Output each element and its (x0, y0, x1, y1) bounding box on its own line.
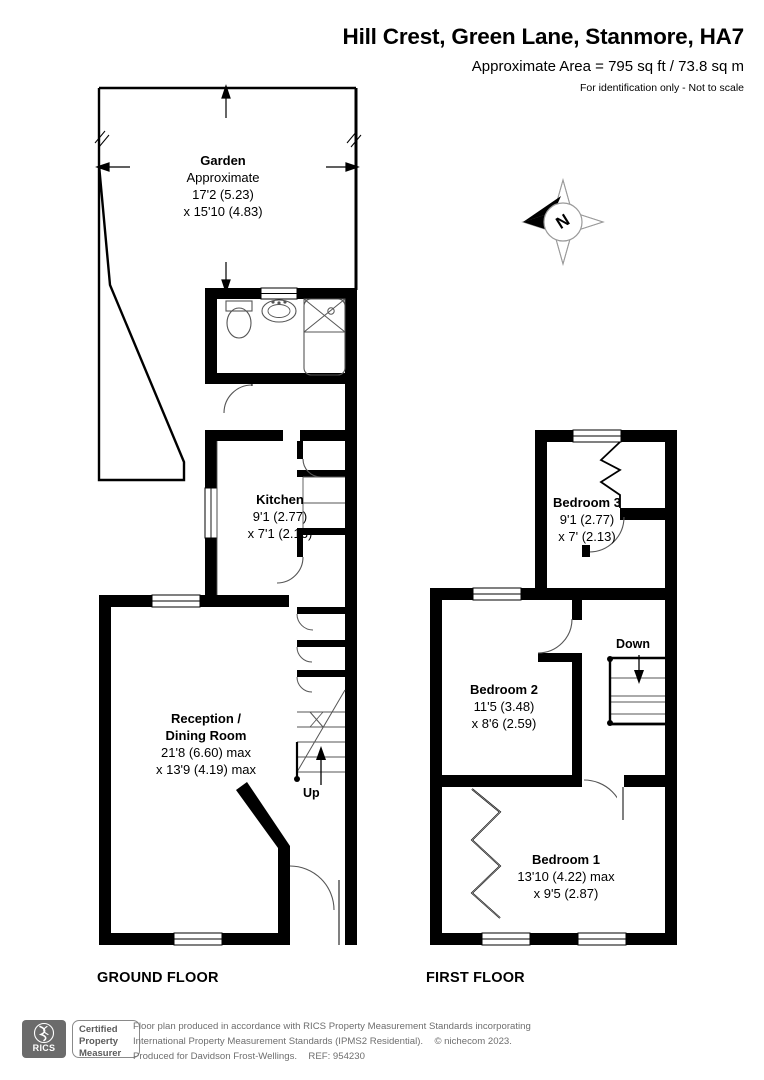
first-floor-staircase (607, 655, 665, 726)
approximate-area: Approximate Area = 795 sq ft / 73.8 sq m (471, 58, 744, 75)
copyright: © nichecom 2023. (434, 1035, 512, 1047)
house-wall-right-lower (345, 600, 357, 945)
bed3-wall-bottom-right (620, 508, 677, 520)
bed2-bed1-wall (430, 775, 582, 787)
disclaimer-text: Floor plan produced in accordance with R… (133, 1021, 531, 1062)
identification-notice: For identification only - Not to scale (580, 82, 744, 94)
landing-partition-mid (572, 655, 582, 787)
reception-angled-wall (236, 782, 290, 866)
bed3-wall-left (535, 430, 547, 600)
kitchen-partition-b (297, 470, 345, 477)
floor-label-ground: GROUND FLOOR (97, 970, 219, 986)
room-label-bedroom2: Bedroom 2 11'5 (3.48) x 8'6 (2.59) (470, 682, 538, 732)
bed3-eaves-marker (599, 441, 622, 508)
ff-wall-bottom (430, 933, 677, 945)
kitchen-wall-top (205, 430, 283, 441)
kitchen-door-swing-lower (276, 556, 304, 584)
basin (261, 299, 297, 323)
reception-wall-right-lower (278, 860, 290, 945)
rics-logo: RICS (22, 1020, 66, 1058)
understair-wall-3 (297, 670, 345, 677)
stair-label-up: Up (303, 786, 320, 800)
certified-property-measurer-badge: Certified Property Measurer (72, 1020, 140, 1059)
first-floor-plan (430, 429, 677, 946)
bathroom-wall-right (345, 288, 357, 384)
ground-staircase (294, 689, 346, 785)
room-label-bedroom3: Bedroom 3 9'1 (2.77) x 7' (2.13) (553, 495, 621, 545)
hall-wall-top (300, 430, 357, 441)
room-label-bedroom1: Bedroom 1 13'10 (4.22) max x 9'5 (2.87) (517, 852, 615, 902)
produced-for: Produced for Davidson Frost-Wellings. (133, 1050, 298, 1062)
bathroom-door-swing (223, 384, 253, 414)
toilet-cistern (225, 300, 253, 312)
bed1-door-opening (617, 787, 625, 820)
bed2-door-swing (537, 618, 573, 654)
kitchen-wall-left-upper (205, 430, 217, 488)
reception-wall-left (99, 595, 111, 945)
page-title: Hill Crest, Green Lane, Stanmore, HA7 (342, 24, 745, 49)
header: Hill Crest, Green Lane, Stanmore, HA7 Ap… (0, 0, 764, 94)
compass-rose-graphic (521, 177, 605, 267)
rics-emblem-icon (33, 1022, 55, 1044)
rics-wordmark: RICS (32, 1043, 56, 1053)
understair-wall-1 (297, 607, 345, 614)
ground-floor-plan (94, 84, 362, 946)
entrance-door-swing (289, 865, 335, 911)
bed3-door-jamb (582, 545, 590, 557)
shower-tray (303, 298, 346, 333)
room-label-kitchen: Kitchen 9'1 (2.77) x 7'1 (2.16) (247, 492, 313, 542)
toilet-pan (226, 307, 252, 339)
floorplan-drawing (94, 84, 677, 946)
stair-label-down: Down (616, 637, 651, 651)
bathroom-wall-bottom (205, 373, 357, 384)
room-label-garden: Garden Approximate 17'2 (5.23) x 15'10 (… (183, 153, 263, 220)
garden-boundary-left (97, 88, 186, 482)
disclaimer-ipms: International Property Measurement Stand… (133, 1035, 424, 1047)
kitchen-wall-left-lower (205, 538, 217, 600)
bed3-wall-right-upper (665, 430, 677, 520)
reference-number: REF: 954230 (308, 1050, 365, 1062)
house-wall-right-upper (345, 384, 357, 600)
kitchen-partition-a (297, 441, 303, 459)
landing-partition-top (572, 600, 582, 620)
ff-wall-top (430, 588, 677, 600)
bathroom-wall-left (205, 288, 217, 384)
understair-door-swing-3 (296, 676, 313, 693)
bath (303, 298, 346, 376)
understair-door-swing-1 (296, 613, 314, 631)
floor-label-first: FIRST FLOOR (426, 970, 525, 986)
garden-dimension-arrows (94, 84, 362, 294)
understair-wall-2 (297, 640, 345, 647)
footer: RICS Certified Property Measurer Floor p… (0, 1012, 764, 1080)
kitchen-partition-c (297, 528, 345, 535)
ff-wall-right (665, 520, 677, 945)
room-label-reception: Reception / Dining Room 21'8 (6.60) max … (155, 711, 257, 778)
bed1-wall-top-right (624, 775, 677, 787)
understair-door-swing-2 (296, 646, 313, 663)
bed3-door-swing (588, 516, 625, 553)
ff-wall-left (430, 588, 442, 945)
bed2-door-head (538, 653, 582, 662)
kitchen-partition-d (297, 535, 303, 557)
